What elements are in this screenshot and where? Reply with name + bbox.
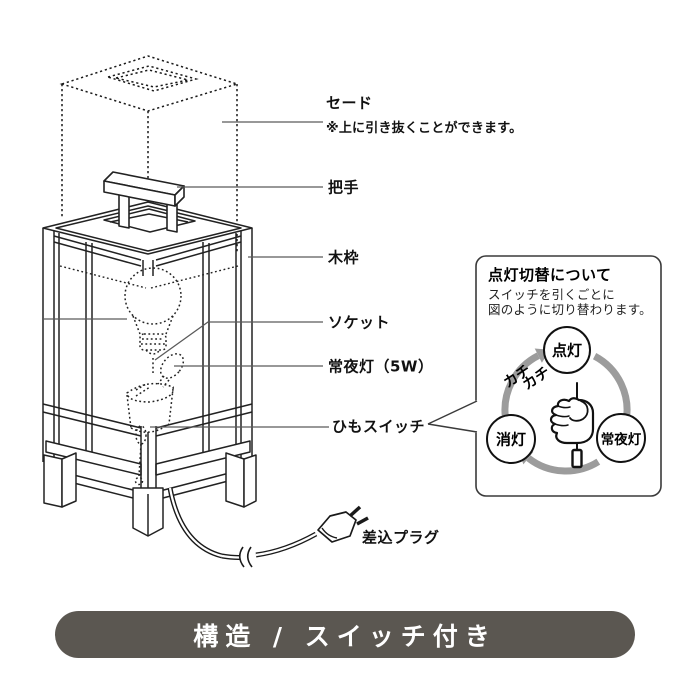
info-box-desc-2: 図のように切り替わります。 xyxy=(488,302,652,317)
plug-icon xyxy=(317,505,369,543)
label-shade-note: ※上に引き抜くことができます。 xyxy=(326,121,523,136)
label-plug: 差込プラグ xyxy=(362,528,440,547)
caption-text: 構造 / スイッチ付き xyxy=(193,621,497,651)
socket-leader-line xyxy=(154,321,323,361)
label-handle: 把手 xyxy=(328,178,360,197)
power-cord xyxy=(167,487,318,568)
caption-pill: 構造 / スイッチ付き xyxy=(55,611,635,658)
state-label-off: 消灯 xyxy=(495,430,527,449)
bulb xyxy=(124,267,182,374)
socket xyxy=(126,382,175,433)
handle-bar xyxy=(103,171,185,233)
state-circles xyxy=(486,326,646,464)
state-circle-night xyxy=(596,413,646,463)
state-label-night: 常夜灯 xyxy=(600,432,642,448)
label-pull-switch: ひもスイッチ xyxy=(332,417,426,436)
state-circle-on xyxy=(543,326,591,374)
night-light-bulb xyxy=(157,353,185,388)
info-box-title: 点灯切替について xyxy=(488,266,612,284)
label-shade: セード xyxy=(326,94,373,112)
state-circle-off xyxy=(486,414,536,464)
info-box-desc-1: スイッチを引くごとに xyxy=(488,287,616,302)
label-wood-frame: 木枠 xyxy=(328,248,360,267)
label-socket: ソケット xyxy=(328,313,391,332)
pull-cord xyxy=(134,425,147,486)
hand-pull-icon xyxy=(549,382,595,469)
wood-frame xyxy=(42,201,257,537)
label-night-light: 常夜灯（5W） xyxy=(328,357,434,376)
hidden-back-rails xyxy=(59,265,239,289)
label-shade-block: セード ※上に引き抜くことができます。 xyxy=(326,92,522,136)
state-label-on: 点灯 xyxy=(551,341,583,360)
leader-lines xyxy=(43,121,329,428)
bubble-tail xyxy=(428,400,477,433)
